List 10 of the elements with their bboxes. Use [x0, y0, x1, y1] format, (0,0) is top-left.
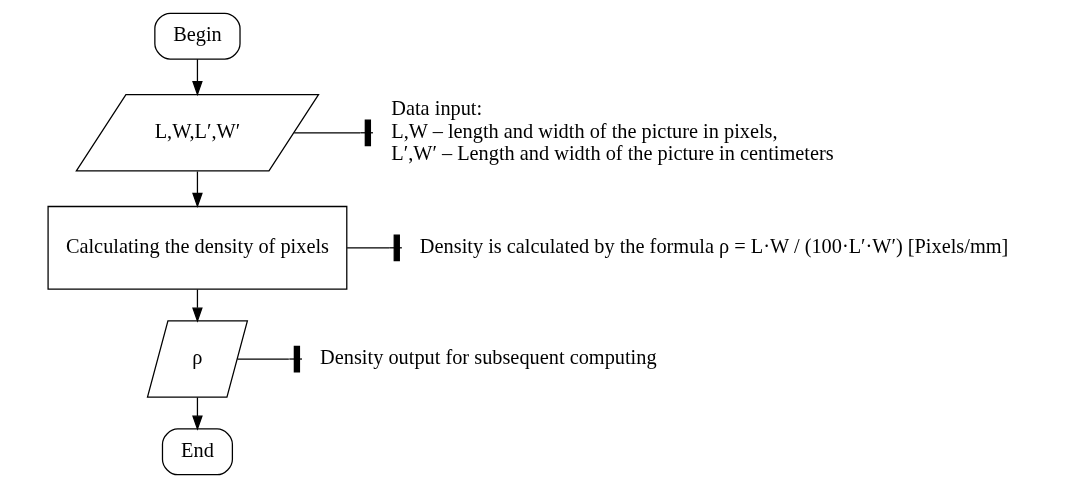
arrow [191, 58, 203, 97]
node-box: Begin [153, 12, 241, 60]
arrow [191, 170, 203, 209]
node-box: End [161, 428, 233, 476]
arrow [191, 396, 203, 431]
node-text: Density output for subsequent computing [319, 345, 657, 368]
arrow [191, 288, 203, 323]
node-text: Density is calculated by the formula ρ = L·W / (100·L′·W′) [Pixels/mm] [419, 234, 1008, 257]
node-text: Data input: L,W – length and width of the picture in pixels, L′,W′ – Length and width of the picture in centimeters [390, 96, 834, 165]
node-box: Calculating the density of pixels [46, 205, 347, 290]
